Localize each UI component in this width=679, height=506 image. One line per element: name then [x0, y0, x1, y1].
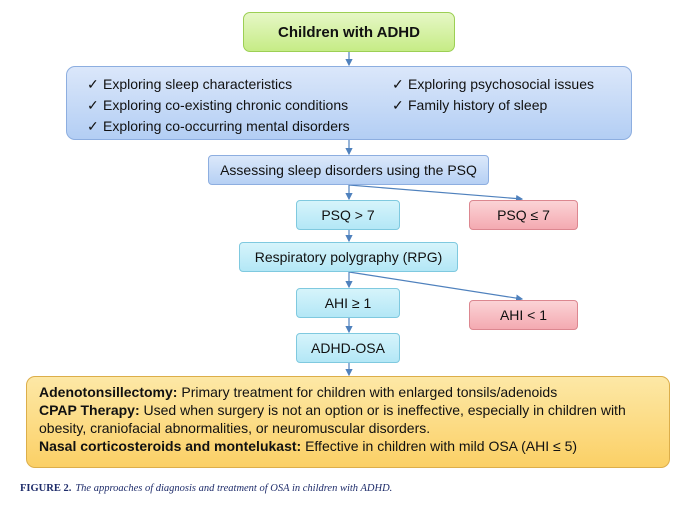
node-psq-positive: PSQ > 7 [296, 200, 400, 230]
node-ahi-negative-label: AHI < 1 [499, 307, 548, 323]
treatment-line: Adenotonsillectomy: Primary treatment fo… [39, 384, 558, 400]
treatment-line: obesity, craniofacial abnormalities, or … [39, 420, 431, 436]
checkmark-icon: ✓ [392, 76, 404, 92]
figure-caption-text: The approaches of diagnosis and treatmen… [75, 483, 393, 494]
arrow-rpg-to-ahi-low [348, 271, 524, 302]
node-psq-negative-label: PSQ ≤ 7 [497, 207, 550, 223]
node-psq-positive-label: PSQ > 7 [321, 207, 375, 223]
treatment-line: Nasal corticosteroids and montelukast: E… [39, 438, 578, 454]
checkmark-icon: ✓ [87, 97, 99, 113]
checkmark-icon: ✓ [87, 118, 99, 134]
node-ahi-positive-label: AHI ≥ 1 [324, 295, 372, 311]
exploration-item: ✓Family history of sleep [392, 95, 594, 116]
node-adhd-osa-label: ADHD-OSA [311, 340, 385, 356]
node-children-adhd-label: Children with ADHD [278, 23, 420, 41]
figure-caption: FIGURE 2.The approaches of diagnosis and… [20, 483, 392, 494]
figure-caption-label: FIGURE 2. [20, 483, 72, 494]
node-adhd-osa: ADHD-OSA [296, 333, 400, 363]
arrow-psq-to-low [348, 184, 524, 203]
exploration-item: ✓Exploring co-existing chronic condition… [87, 95, 350, 116]
exploration-left-list: ✓Exploring sleep characteristics ✓Explor… [87, 74, 350, 137]
node-ahi-positive: AHI ≥ 1 [296, 288, 400, 318]
exploration-item: ✓Exploring psychosocial issues [392, 74, 594, 95]
node-psq-assessment-label: Assessing sleep disorders using the PSQ [220, 162, 477, 178]
exploration-right-list: ✓Exploring psychosocial issues ✓Family h… [392, 74, 594, 116]
node-rpg: Respiratory polygraphy (RPG) [239, 242, 458, 272]
exploration-item: ✓Exploring co-occurring mental disorders [87, 116, 350, 137]
node-psq-assessment: Assessing sleep disorders using the PSQ [208, 155, 489, 185]
node-treatment: Adenotonsillectomy: Primary treatment fo… [26, 376, 670, 468]
checkmark-icon: ✓ [392, 97, 404, 113]
node-children-adhd: Children with ADHD [243, 12, 455, 52]
exploration-item: ✓Exploring sleep characteristics [87, 74, 350, 95]
node-ahi-negative: AHI < 1 [469, 300, 578, 330]
node-rpg-label: Respiratory polygraphy (RPG) [254, 249, 443, 265]
treatment-line: CPAP Therapy: Used when surgery is not a… [39, 402, 626, 418]
node-psq-negative: PSQ ≤ 7 [469, 200, 578, 230]
node-exploration: ✓Exploring sleep characteristics ✓Explor… [66, 66, 632, 140]
checkmark-icon: ✓ [87, 76, 99, 92]
